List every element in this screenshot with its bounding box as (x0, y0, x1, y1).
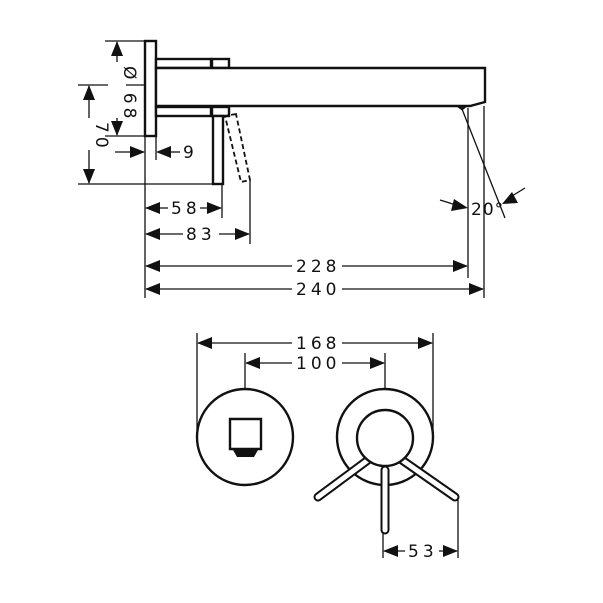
dim-lever-reach: 53 (408, 542, 438, 562)
dim-overall-width: 168 (296, 334, 340, 354)
dim-plate-thickness: 9 (183, 143, 198, 163)
dim-lever-offset: 58 (171, 199, 201, 219)
arrow-icon (145, 283, 160, 295)
angle-line (461, 108, 506, 219)
arrow-icon (370, 357, 385, 369)
arrow-icon (197, 337, 212, 349)
arrow-icon (145, 260, 160, 272)
side-view: Ø 68 70 9 58 83 228 (78, 39, 526, 300)
lower-collar-cap (210, 105, 231, 118)
arrow-icon (453, 260, 468, 272)
arrow-icon (469, 283, 484, 295)
lever-tilted (223, 112, 252, 184)
arrow-icon (83, 169, 95, 184)
dim-plate-diameter: Ø 68 (119, 66, 139, 122)
arrow-icon (145, 228, 160, 240)
lever-vertical (211, 114, 225, 186)
arrow-icon (130, 146, 145, 158)
handle-knob (355, 408, 415, 468)
wall-plate (143, 39, 158, 138)
arrow-icon (502, 192, 518, 204)
dim-lever-tilted-offset: 83 (186, 225, 216, 245)
spout (154, 66, 487, 108)
dim-outlet-angle: 20° (471, 200, 504, 220)
dim-spout-outlet: 228 (296, 257, 340, 277)
arrow-icon (418, 337, 433, 349)
dim-spout-length: 240 (296, 280, 340, 300)
spout-rosette (195, 387, 295, 487)
lower-collar (154, 105, 213, 118)
dim-center-distance: 100 (296, 354, 340, 374)
dim-height-to-lever: 70 (91, 122, 111, 152)
arrow-icon (83, 85, 95, 100)
arrow-icon (145, 202, 160, 214)
arrow-icon (235, 228, 250, 240)
upper-collar (154, 57, 213, 70)
arrow-icon (207, 202, 222, 214)
arrow-icon (156, 146, 171, 158)
arrow-icon (111, 41, 123, 56)
arrow-icon (383, 545, 398, 557)
arrow-icon (245, 357, 260, 369)
dim-line (511, 187, 526, 197)
arrow-icon (111, 121, 123, 136)
upper-collar-cap (210, 57, 231, 70)
arrow-icon (451, 199, 468, 211)
spout-outlet (233, 450, 258, 457)
handle-levers (313, 455, 460, 535)
arrow-icon (443, 545, 458, 557)
front-view: 168 100 53 (195, 333, 460, 562)
spout-square (228, 417, 263, 451)
